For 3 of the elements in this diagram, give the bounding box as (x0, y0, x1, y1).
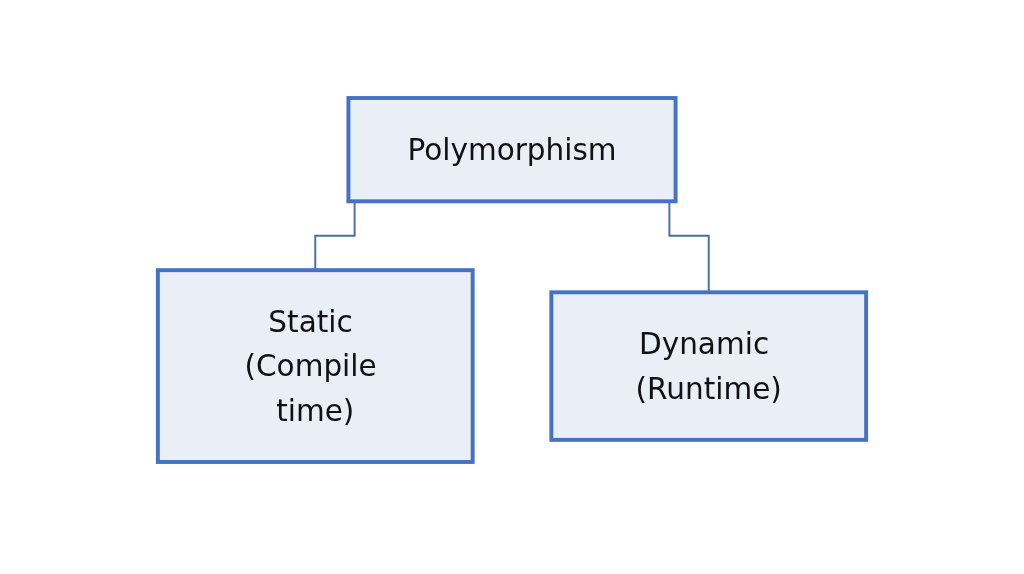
node-box: Dynamic (Runtime) (549, 290, 869, 442)
node-box: Polymorphism (346, 96, 678, 204)
node-box: Static (Compile time) (155, 268, 475, 464)
